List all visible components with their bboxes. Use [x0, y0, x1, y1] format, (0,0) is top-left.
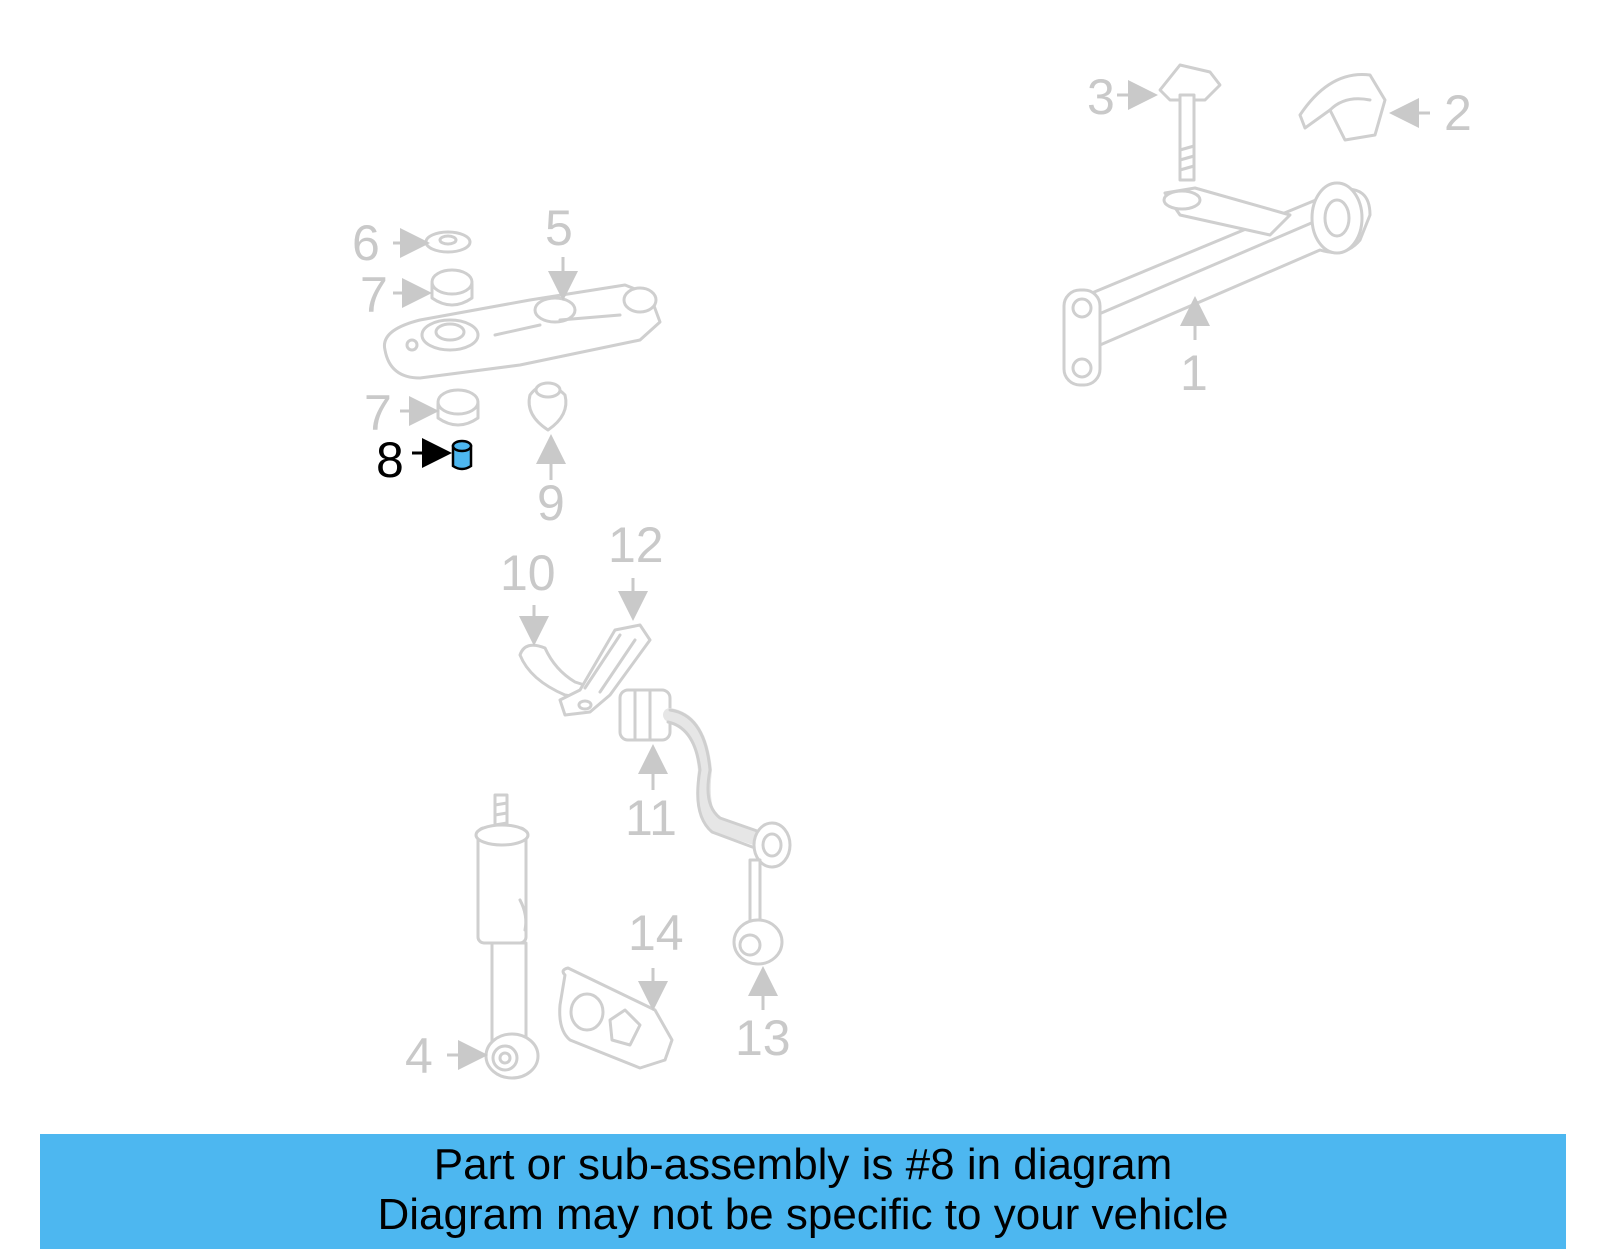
callout-11: 11	[625, 790, 677, 846]
part-7-lower-bushing	[436, 388, 480, 427]
callout-9: 9	[537, 475, 565, 531]
part-2-cover	[1298, 73, 1387, 142]
callout-10: 10	[500, 545, 556, 601]
part-4-shock-absorber	[474, 793, 540, 1080]
callout-8: 8	[376, 432, 404, 488]
parts-diagram: 3 2 1 6 5 7 7 8 9 10 12 11 14 13 4	[352, 63, 1472, 1084]
part-8-spacer-highlighted	[451, 439, 473, 471]
callout-2: 2	[1444, 85, 1472, 141]
callout-3: 3	[1087, 69, 1115, 125]
callout-6: 6	[352, 215, 380, 271]
part-13-end-link	[732, 858, 784, 966]
callout-7-upper: 7	[360, 267, 388, 323]
info-banner: Part or sub-assembly is #8 in diagram Di…	[40, 1134, 1566, 1249]
banner-line-2: Diagram may not be specific to your vehi…	[377, 1190, 1229, 1239]
callout-4: 4	[405, 1028, 433, 1084]
part-5-spring-plate	[382, 283, 662, 380]
leader-arrows	[393, 80, 1430, 1070]
banner-line-1: Part or sub-assembly is #8 in diagram	[433, 1140, 1173, 1189]
part-7-upper-bushing	[430, 268, 474, 307]
callout-5: 5	[545, 200, 573, 256]
part-11-stabilizer-link	[618, 688, 792, 869]
callout-1: 1	[1180, 345, 1208, 401]
part-6-washer	[424, 230, 472, 254]
part-9-bump-stop	[527, 381, 568, 432]
callout-14: 14	[628, 905, 684, 961]
part-10-12-bracket	[518, 623, 652, 717]
part-3-bolt	[1158, 63, 1222, 182]
part-14-bracket-plate	[558, 966, 674, 1070]
callout-12: 12	[608, 517, 664, 573]
callout-13: 13	[735, 1010, 791, 1066]
part-1-control-arm	[1062, 181, 1372, 387]
callout-7-lower: 7	[364, 385, 392, 441]
